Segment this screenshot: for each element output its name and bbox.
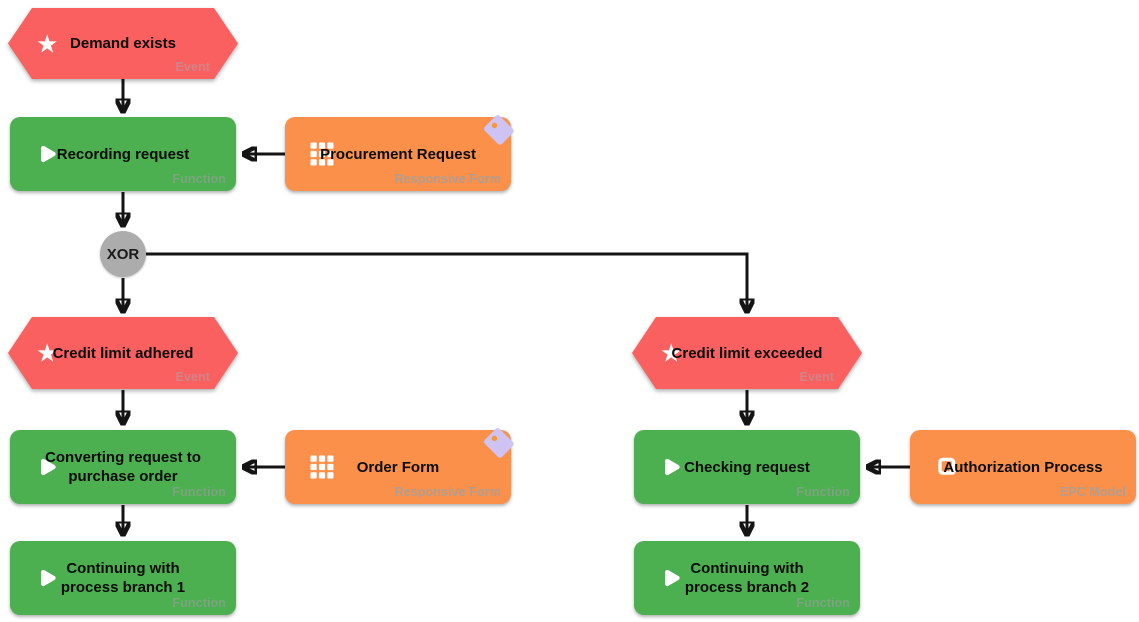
- node-title: Recording request: [56, 145, 190, 163]
- event-credit-limit-exceeded[interactable]: ★ Credit limit exceeded Event: [632, 317, 862, 389]
- tag-icon: [481, 424, 519, 464]
- node-title: Converting request to purchase order: [45, 449, 201, 485]
- flow-arrow: [146, 252, 747, 311]
- node-title: Demand exists: [70, 35, 176, 52]
- node-title: Continuing with process branch 1: [60, 560, 186, 596]
- star-icon: ★: [36, 29, 59, 58]
- model-authorization-process[interactable]: Authorization Process EPC Model: [910, 430, 1136, 504]
- model-icon: [934, 454, 960, 480]
- node-type-label: Responsive Form: [394, 485, 501, 499]
- function-converting-request[interactable]: Converting request to purchase order Fun…: [10, 430, 236, 504]
- node-type-label: Function: [796, 596, 850, 610]
- function-continuing-branch-1[interactable]: Continuing with process branch 1 Functio…: [10, 541, 236, 615]
- xor-gateway[interactable]: XOR: [100, 231, 146, 277]
- form-order-form[interactable]: Order Form Responsive Form: [285, 428, 514, 504]
- node-type-label: Function: [172, 485, 226, 499]
- play-icon: [34, 141, 60, 167]
- node-title: Procurement Request: [320, 145, 476, 163]
- node-type-label: Event: [175, 370, 210, 384]
- form-procurement-request[interactable]: Procurement Request Responsive Form: [285, 115, 514, 191]
- xor-label: XOR: [106, 245, 140, 263]
- play-icon: [34, 454, 60, 480]
- function-recording-request[interactable]: Recording request Function: [10, 117, 236, 191]
- node-type-label: Function: [172, 172, 226, 186]
- node-title: Credit limit adhered: [52, 344, 194, 362]
- play-icon: [658, 565, 684, 591]
- node-title: Continuing with process branch 2: [684, 560, 810, 596]
- node-type-label: Responsive Form: [394, 172, 501, 186]
- node-type-label: EPC Model: [1059, 485, 1126, 499]
- node-type-label: Function: [796, 485, 850, 499]
- event-demand-exists[interactable]: ★ Demand exists Event: [8, 8, 238, 79]
- tag-icon: [481, 111, 519, 151]
- event-credit-limit-adhered[interactable]: ★ Credit limit adhered Event: [8, 317, 238, 389]
- star-icon: ★: [660, 338, 683, 368]
- play-icon: [658, 454, 684, 480]
- function-continuing-branch-2[interactable]: Continuing with process branch 2 Functio…: [634, 541, 860, 615]
- node-type-label: Event: [175, 60, 210, 74]
- grid-icon: [309, 141, 335, 167]
- node-title: Order Form: [356, 458, 440, 476]
- node-type-label: Function: [172, 596, 226, 610]
- node-title: Checking request: [684, 458, 810, 476]
- node-title: Credit limit exceeded: [671, 344, 823, 362]
- node-title: Authorization Process: [943, 458, 1103, 476]
- node-type-label: Event: [799, 370, 834, 384]
- grid-icon: [309, 454, 335, 480]
- star-icon: ★: [36, 338, 59, 368]
- play-icon: [34, 565, 60, 591]
- function-checking-request[interactable]: Checking request Function: [634, 430, 860, 504]
